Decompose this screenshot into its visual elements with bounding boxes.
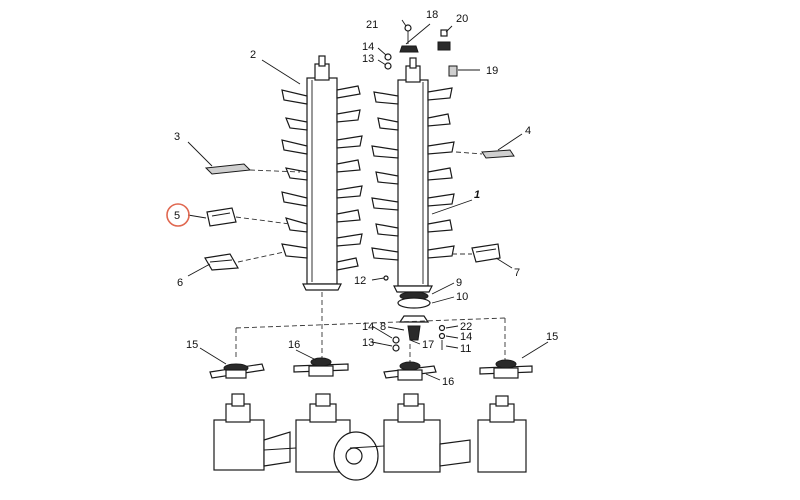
callout-14-top: 14 <box>362 41 374 53</box>
gearbox-1 <box>213 393 291 471</box>
gearbox-4 <box>477 395 527 473</box>
tine-part-6 <box>204 253 239 271</box>
callout-9: 9 <box>456 277 462 289</box>
callout-20: 20 <box>456 13 468 25</box>
callout-18: 18 <box>426 9 438 21</box>
callout-19: 19 <box>486 65 498 77</box>
callout-16-left: 16 <box>288 339 300 351</box>
callout-labels: 1 2 3 4 5 6 7 8 9 10 11 12 13 13 14 14 1… <box>174 9 558 388</box>
callout-11: 11 <box>460 343 471 355</box>
callout-14-right: 14 <box>460 331 472 343</box>
callout-16-center: 16 <box>442 376 454 388</box>
callout-21: 21 <box>366 19 378 31</box>
callout-7: 7 <box>514 267 520 279</box>
callout-17: 17 <box>422 339 434 351</box>
callout-2: 2 <box>250 49 256 61</box>
callout-leaders <box>187 19 549 381</box>
callout-12: 12 <box>354 275 366 287</box>
highlight-circle-callout-5 <box>166 203 190 227</box>
callout-13-top: 13 <box>362 53 374 65</box>
callout-10: 10 <box>456 291 468 303</box>
callout-8: 8 <box>380 321 386 333</box>
gearbox-train <box>213 393 527 481</box>
right-rotor <box>371 57 455 293</box>
gearbox-3 <box>383 393 471 473</box>
callout-13-bottom: 13 <box>362 337 374 349</box>
hub-16-left <box>293 357 349 377</box>
hub-16-center <box>383 361 437 381</box>
rotor-hubs <box>209 357 533 381</box>
callout-15-left: 15 <box>186 339 198 351</box>
tine-part-7 <box>471 243 501 263</box>
callout-14-mid: 14 <box>362 321 374 333</box>
callout-3: 3 <box>174 131 180 143</box>
center-assembly <box>383 275 446 352</box>
top-hardware <box>384 24 458 77</box>
tine-part-5 <box>206 207 237 227</box>
tine-part-4 <box>481 149 515 159</box>
left-rotor-tines <box>281 85 363 271</box>
right-rotor-tines <box>371 87 455 261</box>
callout-5: 5 <box>174 210 180 222</box>
callout-4: 4 <box>525 125 531 137</box>
hub-15-right <box>479 359 533 379</box>
callout-22: 22 <box>460 321 472 333</box>
drive-connections <box>235 292 506 362</box>
callout-6: 6 <box>177 277 183 289</box>
hub-15-left <box>209 363 265 379</box>
left-rotor <box>281 55 363 291</box>
callout-1: 1 <box>474 189 480 201</box>
gearbox-center <box>333 431 379 481</box>
callout-15-right: 15 <box>546 331 558 343</box>
tine-part-3 <box>204 163 252 175</box>
